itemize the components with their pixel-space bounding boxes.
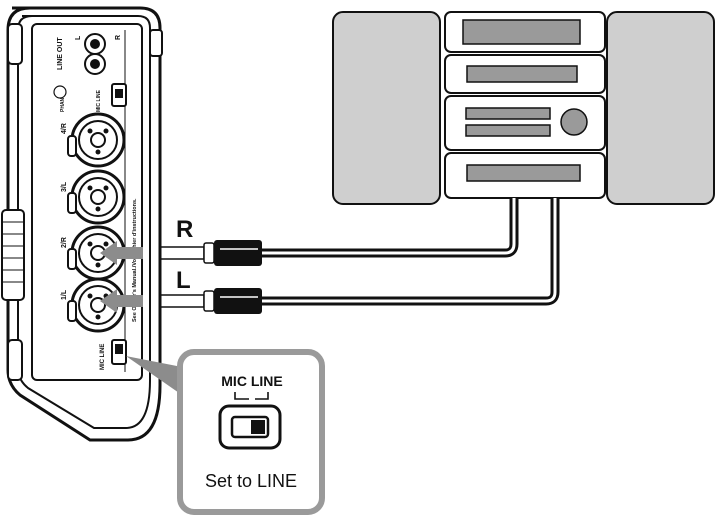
switch-position-marks bbox=[234, 392, 269, 400]
stereo-slot-2 bbox=[465, 124, 551, 137]
stereo-display-1 bbox=[462, 19, 581, 45]
line-out-l-label: L bbox=[75, 35, 82, 40]
line-out-r-jack bbox=[84, 53, 106, 75]
manual-note: See Owner's Manual./Voir cahier d'instru… bbox=[132, 198, 138, 322]
input-label-4: 4/R bbox=[61, 123, 68, 134]
phantom-icon bbox=[53, 85, 67, 99]
stereo-knob bbox=[560, 108, 588, 136]
switch-bottom-label: MIC LINE bbox=[100, 344, 106, 370]
stereo-speaker-left bbox=[332, 11, 441, 205]
stereo-slot-1 bbox=[465, 107, 551, 120]
cables bbox=[260, 198, 560, 306]
insert-arrow-l bbox=[100, 289, 143, 313]
callout-caption: Set to LINE bbox=[205, 471, 297, 491]
stereo-display-2 bbox=[466, 65, 578, 83]
input-label-1: 1/L bbox=[61, 289, 68, 300]
recorder-device: LINE OUT L R PHANTOM MIC LINE 4/R bbox=[1, 6, 163, 442]
callout-pointer bbox=[126, 356, 182, 395]
side-dial bbox=[1, 209, 25, 301]
input-label-2: 2/R bbox=[61, 237, 68, 248]
cable-label-r: R bbox=[176, 216, 193, 243]
stereo-speaker-right bbox=[606, 11, 715, 205]
mic-line-switch-top[interactable] bbox=[111, 83, 127, 107]
line-out-label: LINE OUT bbox=[57, 37, 64, 70]
stereo-system bbox=[332, 11, 715, 205]
line-out-l-jack bbox=[84, 33, 106, 55]
input-jack-2[interactable] bbox=[67, 225, 126, 281]
insert-arrow-r bbox=[100, 241, 143, 265]
input-label-3: 3/L bbox=[61, 181, 68, 192]
switch-callout: MIC LINE Set to LINE bbox=[126, 349, 325, 515]
input-jack-3[interactable] bbox=[67, 169, 126, 225]
cable-label-l: L bbox=[176, 267, 191, 294]
line-out-r-label: R bbox=[115, 35, 122, 40]
stereo-display-4 bbox=[466, 164, 581, 182]
input-jack-1[interactable] bbox=[67, 277, 126, 333]
callout-title: MIC LINE bbox=[221, 373, 282, 389]
phantom-label: PHANTOM bbox=[60, 87, 66, 112]
switch-top-label: MIC LINE bbox=[96, 89, 102, 112]
input-jack-4[interactable] bbox=[67, 112, 126, 168]
line-switch-enlarged bbox=[218, 404, 282, 450]
mic-line-switch-bottom[interactable] bbox=[111, 339, 127, 365]
